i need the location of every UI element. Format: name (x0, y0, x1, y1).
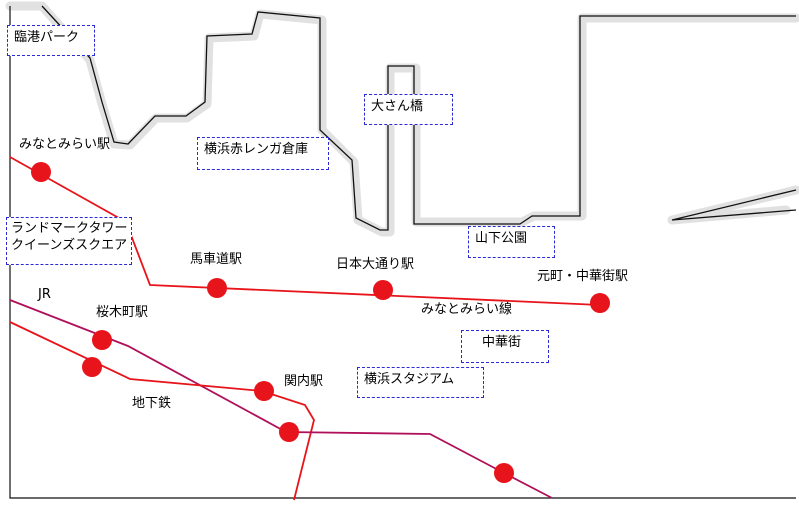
station-label-bashamichi: 馬車道駅 (190, 252, 243, 267)
landmark-osanbashi: 大さん橋 (364, 94, 453, 125)
landmark-landmark-tower: ランドマークタワー クイーンズスクエア (6, 217, 132, 265)
landmark-yokohama-stadium: 横浜スタジアム (357, 367, 484, 398)
jr-line (9, 299, 287, 433)
station-marker-bashamichi (207, 278, 227, 298)
station-marker-motomachi (590, 293, 610, 313)
station-label-kannai: 関内駅 (284, 374, 324, 389)
coastline-east (671, 189, 797, 221)
line-label-subway: 地下鉄 (132, 396, 172, 411)
station-label-minatomirai: みなとみらい駅 (19, 137, 111, 152)
station-marker-sakuragicho (92, 330, 112, 350)
station-marker-nihon-odori (373, 280, 393, 300)
jr-line-east (285, 431, 553, 499)
line-label-jr: JR (38, 287, 51, 302)
landmark-chinatown: 中華街 (461, 330, 549, 363)
station-marker-jr-kannai (279, 422, 299, 442)
station-marker-minatomirai (31, 162, 51, 182)
station-label-nihon-odori: 日本大通り駅 (336, 257, 415, 272)
station-label-sakuragicho: 桜木町駅 (96, 305, 149, 320)
landmark-red-brick-warehouse: 横浜赤レンガ倉庫 (197, 137, 329, 170)
landmark-yamashita-park: 山下公園 (468, 226, 555, 258)
landmark-rinko-park: 臨港パーク (7, 25, 95, 56)
station-marker-ishikawacho (494, 463, 514, 483)
line-label-minatomirai: みなとみらい線 (421, 302, 513, 317)
station-marker-subway-sakuragicho (82, 357, 102, 377)
coastline (41, 5, 796, 231)
station-marker-kannai (254, 381, 274, 401)
map-frame (9, 6, 796, 499)
subway-line (9, 321, 315, 501)
station-label-motomachi: 元町・中華街駅 (537, 269, 629, 284)
